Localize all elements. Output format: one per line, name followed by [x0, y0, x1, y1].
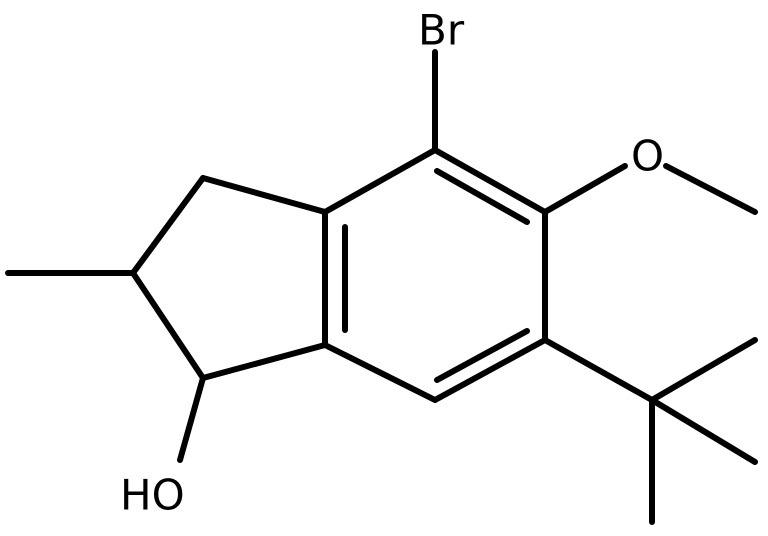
- bond-c3a-c3: [200, 175, 328, 215]
- bond-c6-c7: [432, 337, 548, 403]
- bond-c1-c7a: [200, 342, 328, 381]
- bond-c4-c5: [432, 147, 548, 215]
- bond-c6-tert-butyl: [542, 337, 655, 403]
- cyclopentane-ring: [130, 175, 328, 381]
- bond-oxygen-methyl: [663, 163, 758, 215]
- ether-oxygen-label: O: [631, 132, 664, 181]
- bond-c3a-c4: [322, 147, 438, 215]
- benzene-ring: [322, 147, 548, 403]
- bond-tert-butyl-methyl-right: [649, 397, 758, 465]
- double-bond-c6-c7: [434, 328, 530, 383]
- bond-c5-oxygen: [542, 163, 628, 215]
- bond-c2-c1: [130, 270, 206, 381]
- bond-tert-butyl-methyl-up: [649, 337, 758, 403]
- bond-c7-c7a: [322, 342, 438, 403]
- bond-c1-hydroxyl: [177, 375, 206, 463]
- substituents: [5, 49, 758, 525]
- double-bond-c4-c5: [434, 168, 530, 225]
- hydroxyl-label: HO: [120, 471, 185, 520]
- bond-c3-c2: [130, 175, 206, 276]
- bromine-label: Br: [418, 6, 465, 55]
